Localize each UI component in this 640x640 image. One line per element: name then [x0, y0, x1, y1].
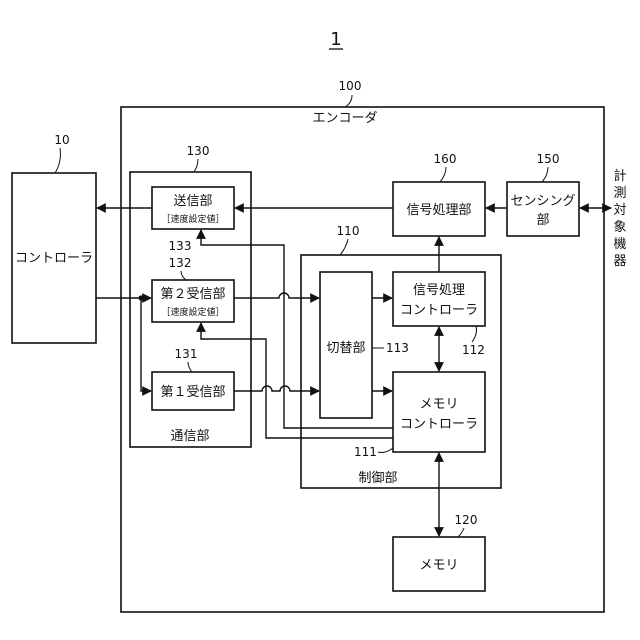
sensing-line1: センシング [510, 194, 575, 209]
signal-processing-label: 信号処理部 [406, 203, 471, 218]
receiver1-ref: 131 [175, 347, 198, 361]
controller-label: コントローラ [15, 251, 93, 266]
encoder-ref: 100 [339, 79, 362, 93]
comm-unit-label: 通信部 [170, 429, 209, 444]
measured-device-label: 計 測 対 象 機 器 [613, 168, 626, 269]
encoder-ref-leader [345, 95, 352, 107]
memory-label: メモリ [419, 558, 458, 573]
measured-device-char: 測 [613, 186, 626, 201]
measured-device-char: 対 [613, 203, 626, 218]
receiver2-label: 第２受信部 [160, 287, 225, 302]
sig-proc-controller-line1: 信号処理 [413, 283, 465, 298]
comm-unit-ref: 130 [187, 144, 210, 158]
sensing-ref: 150 [537, 152, 560, 166]
figure-number: 1 [330, 29, 341, 50]
transmitter-label: 送信部 [173, 194, 212, 209]
switch-unit-label: 切替部 [326, 341, 365, 356]
signal-processing-ref: 160 [434, 152, 457, 166]
memory-controller-line2: コントローラ [400, 417, 478, 432]
encoder-label: エンコーダ [312, 111, 377, 126]
memory-controller-ref: 111 [354, 445, 377, 459]
receiver1-label: 第１受信部 [160, 385, 225, 400]
sig-proc-controller-line2: コントローラ [400, 303, 478, 318]
receiver2-sub: ［速度設定値］ [161, 306, 224, 318]
controller-ref: 10 [54, 133, 69, 147]
control-unit-label: 制御部 [358, 471, 397, 486]
memory-ref: 120 [455, 513, 478, 527]
switch-unit-ref: 113 [386, 341, 409, 355]
controller-ref-leader [55, 148, 60, 173]
measured-device-char: 器 [613, 254, 626, 269]
measured-device-char: 象 [613, 220, 626, 235]
sensing-line2: 部 [536, 213, 549, 228]
transmitter-sub: ［速度設定値］ [161, 213, 224, 225]
memory-controller-line1: メモリ [419, 397, 458, 412]
receiver2-ref: 132 [169, 256, 192, 270]
memory-controller-block [393, 372, 485, 452]
measured-device-char: 機 [613, 237, 626, 252]
measured-device-char: 計 [613, 168, 626, 184]
sig-proc-controller-ref: 112 [462, 343, 485, 357]
control-unit-ref: 110 [337, 224, 360, 238]
transmitter-ref: 133 [169, 239, 192, 253]
